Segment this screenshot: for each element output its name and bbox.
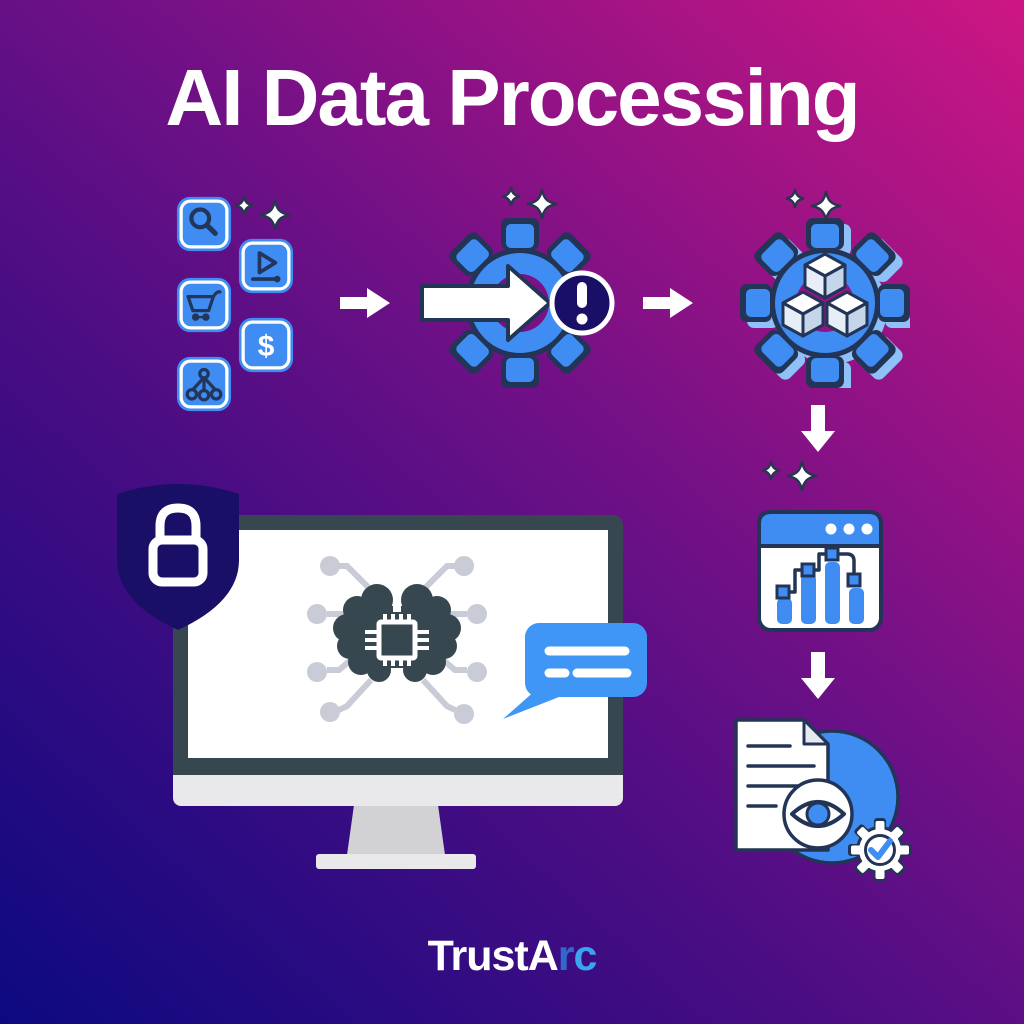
dollar-icon: $ [238, 317, 294, 373]
arrow-down-icon [801, 405, 835, 452]
gear-process-alert-icon [420, 218, 615, 388]
document-review-verified-icon [734, 718, 912, 882]
lock-icon [148, 503, 208, 587]
verified-gear-icon [848, 818, 912, 882]
sparkle-icon [785, 188, 842, 222]
gear-icon [740, 218, 910, 388]
shopping-cart-icon [176, 277, 232, 333]
shield-lock-icon [117, 484, 239, 630]
video-play-icon [238, 238, 294, 294]
brand-white-part: TrustA [427, 932, 559, 980]
search-icon [176, 196, 232, 252]
brain-icon [333, 584, 461, 682]
brand-logo: TrustArc [0, 932, 1024, 981]
browser-dot-icon [843, 523, 855, 535]
brand-r: r [557, 932, 575, 980]
data-cubes-icon [781, 252, 869, 338]
monitor-stand-base [316, 854, 476, 869]
arrow-right-icon [643, 288, 693, 318]
browser-header [757, 510, 883, 548]
input-arrow-icon [420, 264, 552, 342]
path-node-icon [775, 546, 862, 600]
network-icon [176, 356, 232, 412]
monitor-chin [173, 775, 623, 806]
gear-data-cubes-icon [740, 218, 910, 388]
bar-chart-icon [777, 562, 864, 624]
dollar-glyph: $ [258, 330, 275, 363]
monitor-stand-neck [347, 806, 445, 855]
sparkle-icon [501, 186, 558, 220]
analytics-browser-icon [757, 510, 883, 632]
circuit-node-icon [307, 556, 487, 724]
chip-icon [365, 614, 429, 666]
arrow-down-icon [801, 652, 835, 699]
sparkle-icon [761, 460, 818, 492]
browser-dot-icon [861, 523, 873, 535]
page-title: AI Data Processing [165, 53, 860, 142]
chat-bubble-icon [503, 623, 647, 719]
brand-c: c [573, 932, 598, 980]
monitor-brain-chip-icon [307, 556, 487, 724]
arrow-right-icon [340, 288, 390, 318]
eye-icon [782, 778, 854, 850]
browser-dot-icon [825, 523, 837, 535]
checkmark-icon [868, 838, 893, 860]
sparkle-icon [234, 195, 291, 231]
alert-badge-icon [549, 270, 615, 336]
